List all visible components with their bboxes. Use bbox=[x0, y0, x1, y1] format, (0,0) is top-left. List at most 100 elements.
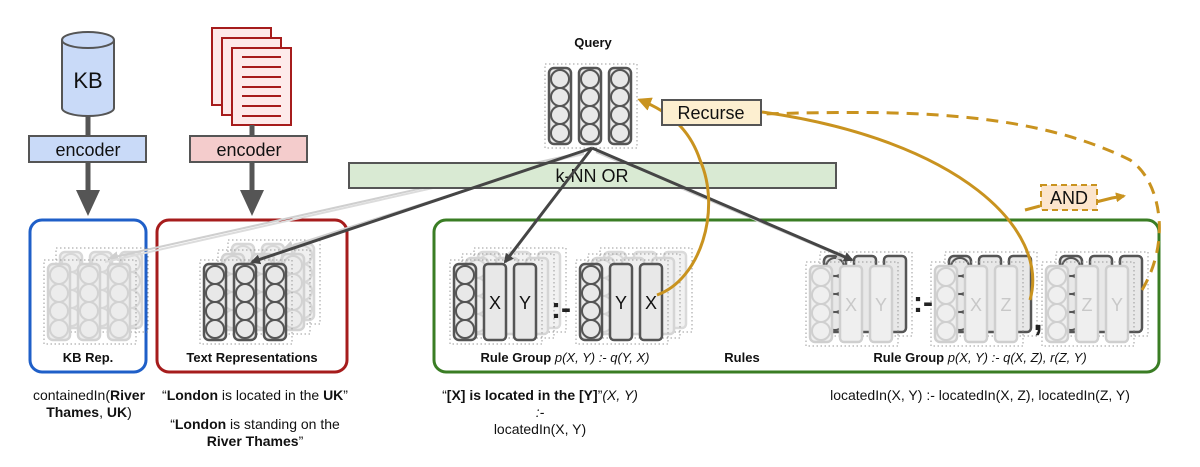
variable-column bbox=[608, 262, 634, 342]
quote-close: ” bbox=[597, 387, 603, 403]
kb-embedding-stack bbox=[43, 247, 149, 345]
embedding-unit bbox=[109, 283, 129, 303]
rule-group-1-formula: p(X, Y) :- q(Y, X) bbox=[554, 350, 650, 365]
rule-group-2-caption: locatedIn(X, Y) :- locatedIn(X, Z), loca… bbox=[830, 387, 1130, 403]
implies-symbol-2: :- bbox=[913, 286, 933, 319]
embedding-unit bbox=[580, 87, 600, 107]
embedding-unit bbox=[936, 285, 956, 305]
embedding-unit bbox=[936, 267, 956, 287]
embedding-unit bbox=[49, 319, 69, 339]
rule-group-2-label: Rule Group p(X, Y) :- q(X, Z), r(Z, Y) bbox=[873, 350, 1086, 365]
query-title: Query bbox=[574, 35, 612, 50]
kb-encoder-box: encoder bbox=[28, 135, 147, 163]
kb-caption-sep: , bbox=[99, 404, 107, 420]
embedding-unit bbox=[79, 301, 99, 321]
variable-column bbox=[638, 262, 664, 342]
rule-group-1-label: Rule Group p(X, Y) :- q(Y, X) bbox=[480, 350, 649, 365]
rule-group-2-formula: p(X, Y) :- q(X, Z), r(Z, Y) bbox=[947, 350, 1087, 365]
embedding-unit bbox=[49, 265, 69, 285]
embedding-unit bbox=[455, 265, 475, 285]
rules-container bbox=[432, 218, 1161, 374]
embedding-unit bbox=[1047, 303, 1067, 323]
documents-icon bbox=[211, 27, 292, 126]
variable-column bbox=[512, 262, 538, 342]
and-label: AND bbox=[1050, 188, 1088, 208]
text-rep-label: Text Representations bbox=[186, 350, 317, 365]
rule-group-2-prefix: Rule Group bbox=[873, 350, 947, 365]
text-caption-1-mid: is located in the bbox=[218, 387, 324, 403]
text-rep-container bbox=[155, 218, 349, 374]
variable-label: Y bbox=[519, 293, 531, 313]
embedding-unit bbox=[550, 105, 570, 125]
variable-label: Z bbox=[1001, 295, 1012, 315]
embedding-unit bbox=[811, 267, 831, 287]
embedding-unit bbox=[109, 265, 129, 285]
variable-column bbox=[1074, 264, 1100, 344]
quote-open: “ bbox=[162, 387, 167, 403]
text-caption-1-entity-1: London bbox=[166, 387, 218, 403]
embedding-unit bbox=[581, 283, 601, 303]
kb-encoder-label: encoder bbox=[55, 140, 120, 160]
embedding-unit bbox=[811, 285, 831, 305]
embedding-unit bbox=[79, 283, 99, 303]
kb-caption-entity-1: River Thames bbox=[46, 387, 146, 420]
kb-caption-entity-2: UK bbox=[106, 404, 128, 420]
embedding-unit bbox=[1047, 285, 1067, 305]
variable-column bbox=[1104, 264, 1130, 344]
embedding-unit bbox=[581, 265, 601, 285]
text-caption-1: “London is located in the UK” bbox=[150, 387, 360, 404]
text-caption-1-entity-2: UK bbox=[323, 387, 344, 403]
embedding-unit bbox=[581, 319, 601, 339]
embedding-unit bbox=[550, 87, 570, 107]
embedding-unit bbox=[936, 303, 956, 323]
embedding-unit bbox=[265, 319, 285, 339]
kb-rep-label: KB Rep. bbox=[63, 350, 114, 365]
embedding-unit bbox=[581, 301, 601, 321]
embedding-unit bbox=[265, 301, 285, 321]
embedding-unit bbox=[610, 69, 630, 89]
text-caption-2: “London is standing on the River Thames” bbox=[160, 416, 350, 450]
embedding-unit bbox=[610, 105, 630, 125]
and-box: AND bbox=[1040, 184, 1098, 211]
variable-label: X bbox=[489, 293, 501, 313]
embedding-unit bbox=[235, 283, 255, 303]
embedding-unit bbox=[811, 321, 831, 341]
kb-encoder-arrowhead bbox=[76, 190, 100, 216]
query-embedding bbox=[544, 63, 638, 149]
variable-column bbox=[868, 264, 894, 344]
text-caption-2-entity-1: London bbox=[174, 416, 227, 432]
variable-column bbox=[838, 264, 864, 344]
variable-label: Y bbox=[1111, 295, 1123, 315]
text-encoder-arrowhead bbox=[240, 190, 264, 216]
quote-close: ” bbox=[298, 433, 304, 449]
embedding-unit bbox=[455, 301, 475, 321]
kb-caption: containedIn(River Thames, UK) bbox=[18, 387, 160, 421]
rule-group-1-caption-pattern: [X] is located in the [Y] bbox=[446, 387, 598, 403]
text-caption-2-mid: is standing on the bbox=[226, 416, 340, 432]
variable-column bbox=[963, 264, 989, 344]
embedding-unit bbox=[550, 69, 570, 89]
embedding-unit bbox=[610, 123, 630, 143]
embedding-unit bbox=[205, 265, 225, 285]
kb-caption-post: ) bbox=[127, 404, 132, 420]
text-encoder-label: encoder bbox=[216, 140, 281, 160]
comma-symbol: , bbox=[1033, 300, 1042, 338]
kb-rep-container bbox=[28, 218, 148, 374]
embedding-unit bbox=[49, 283, 69, 303]
recurse-arrows bbox=[637, 97, 1161, 301]
text-encoder-box: encoder bbox=[189, 135, 308, 163]
embedding-unit bbox=[49, 301, 69, 321]
embedding-unit bbox=[455, 319, 475, 339]
embedding-unit bbox=[455, 283, 475, 303]
embedding-unit bbox=[811, 303, 831, 323]
kb-caption-pre: containedIn( bbox=[32, 387, 111, 403]
embedding-unit bbox=[79, 265, 99, 285]
variable-label: Z bbox=[1082, 295, 1093, 315]
embedding-unit bbox=[265, 265, 285, 285]
embedding-unit bbox=[1047, 321, 1067, 341]
embedding-unit bbox=[580, 69, 600, 89]
knn-arrows bbox=[250, 146, 854, 265]
embedding-unit bbox=[205, 301, 225, 321]
